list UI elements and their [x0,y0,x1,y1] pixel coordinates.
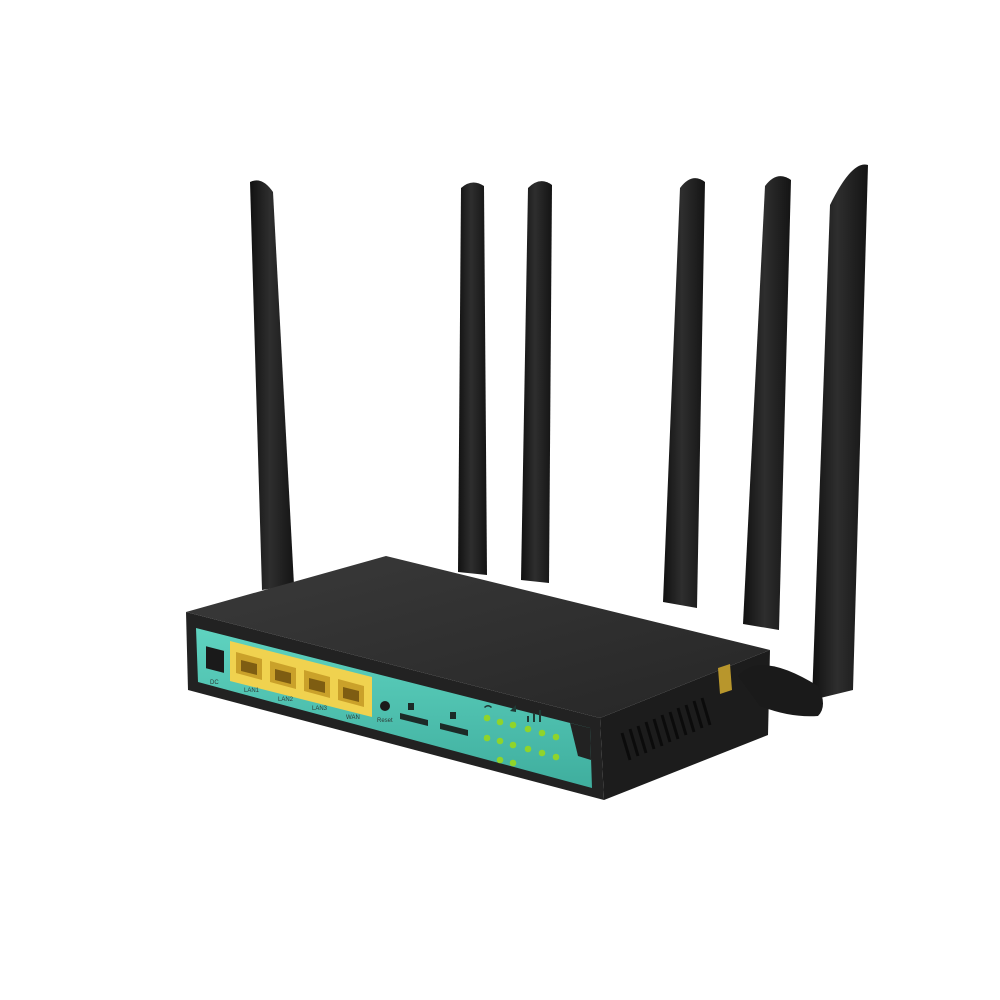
led [524,745,532,753]
reset-button: Reset [377,701,393,724]
sim-slots [400,703,468,736]
wan-port [338,679,364,707]
lan-port-2 [270,661,296,689]
led [509,721,517,729]
signal-bar-icon [527,716,529,722]
antenna-5 [743,176,791,630]
antenna-group [250,176,791,630]
antenna-2 [458,182,487,575]
antenna-1 [250,180,294,590]
port-label-3: LAN3 [312,706,328,712]
port-label-1: LAN1 [244,688,260,694]
wifi-icon [484,705,492,708]
lan-port-3 [304,670,330,698]
led [496,756,504,764]
reset-label: Reset [377,718,393,724]
indicator-icons [484,705,541,722]
led [496,718,504,726]
led [483,734,491,742]
signal-bar-icon [539,710,541,722]
lan-port-1 [236,652,262,680]
sim-slot-1 [400,703,428,726]
led [509,759,517,767]
led [524,725,532,733]
indicator-leds [483,714,560,767]
power-port: DC [206,646,224,686]
port-block [230,641,372,717]
led [538,729,546,737]
ethernet-ports: LAN1 LAN2 LAN3 WAN [230,641,372,721]
power-label: DC [210,680,219,686]
led [509,741,517,749]
led [552,733,560,741]
port-label-2: LAN2 [278,697,294,703]
vent-slots [620,697,712,761]
led [496,737,504,745]
led [538,749,546,757]
panel-notch [570,723,591,760]
signal-icon [510,705,516,712]
led [483,714,491,722]
signal-bar-icon [533,713,535,722]
sim-slot-2 [440,712,468,736]
port-label-4: WAN [346,715,360,721]
antenna-front [738,164,868,717]
antenna-6 [812,164,868,700]
antenna-3 [521,181,552,583]
antenna-connector [718,664,732,694]
antenna-hinge [738,665,823,717]
antenna-4 [663,178,705,608]
led [552,753,560,761]
router-top [186,556,770,718]
